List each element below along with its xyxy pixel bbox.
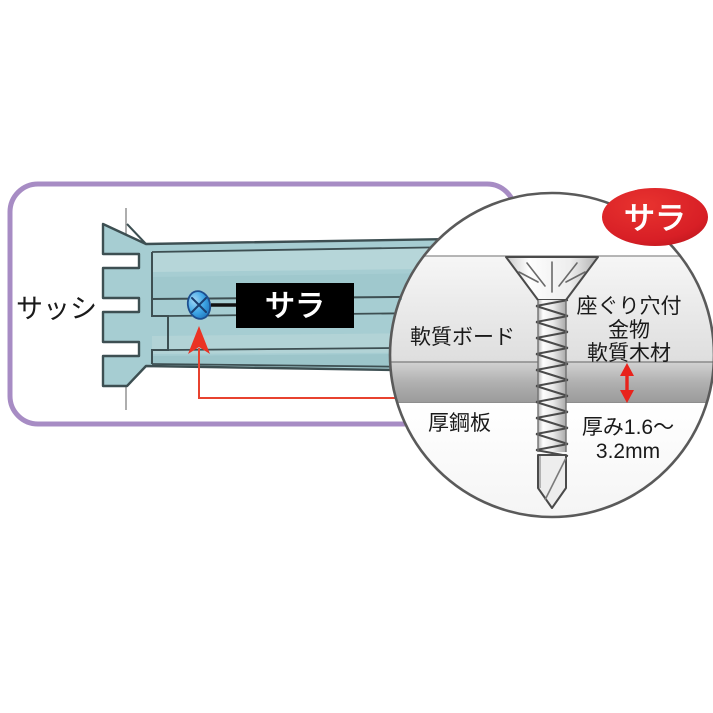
screw-drill-point (537, 454, 567, 509)
sash-label: サッシ (16, 294, 97, 324)
red-leader-path (198, 348, 420, 399)
dimension-arrow-head-up (620, 363, 634, 376)
sara-badge-ellipse (602, 188, 708, 246)
thickness-label-line2: 3.2mm (596, 440, 660, 463)
screw-marker-cross (191, 297, 207, 313)
callout-box-group: サラ (236, 283, 354, 328)
red-leader-arrowhead (188, 326, 210, 354)
screw (505, 256, 599, 509)
sash-chamfer-top (126, 223, 147, 245)
screw-drill-flute (544, 457, 567, 501)
label-soft-wood: 軟質木材 (587, 342, 671, 365)
callout-label: サラ (265, 290, 325, 323)
sash-inner-step (151, 299, 169, 364)
label-soft-board: 軟質ボード (410, 326, 515, 349)
thickness-label-line1: 厚み1.6〜 (582, 416, 674, 439)
detail-circle-contents: 軟質ボード 厚鋼板 座ぐり穴付 金物 軟質木材 厚み1.6〜 3.2mm (390, 236, 713, 517)
sara-badge-group: サラ (602, 188, 708, 246)
sara-badge-label: サラ (624, 201, 686, 236)
screw-threads (535, 299, 569, 457)
screw-phillips-recess (518, 261, 586, 293)
sash-chamfer-bottom (126, 365, 147, 387)
screw-head-marker (186, 290, 236, 320)
callout-box (236, 283, 354, 328)
label-hardware: 金物 (608, 319, 650, 342)
detail-circle-border (388, 191, 713, 519)
red-leader-group (188, 326, 420, 399)
label-counterbore: 座ぐり穴付 (577, 295, 682, 318)
label-thick-steel-plate: 厚鋼板 (428, 412, 491, 435)
thickness-dimension-arrow (620, 363, 634, 403)
dimension-arrow-head-down (620, 390, 634, 403)
detail-circle-group: 軟質ボード 厚鋼板 座ぐり穴付 金物 軟質木材 厚み1.6〜 3.2mm (388, 191, 713, 519)
